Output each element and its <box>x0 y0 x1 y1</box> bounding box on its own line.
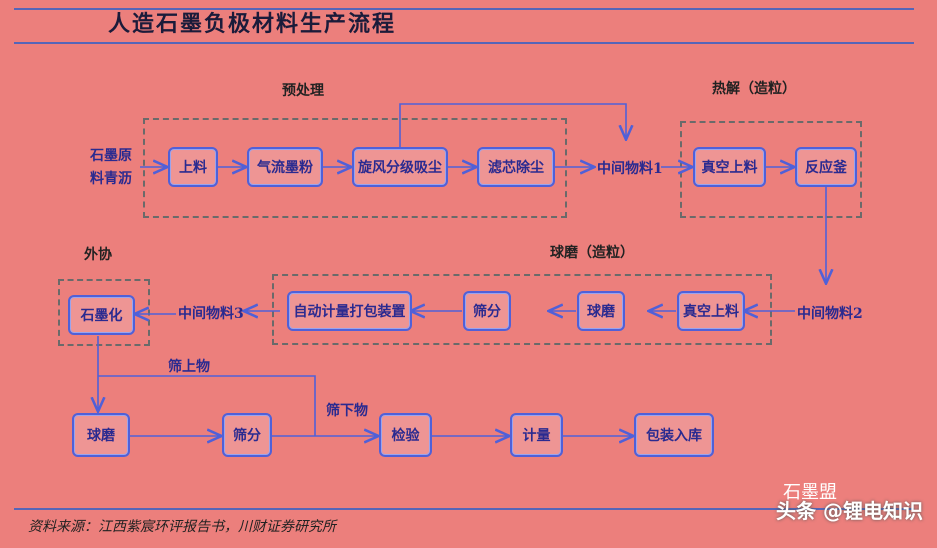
node-sieve2: 筛分 <box>222 413 272 457</box>
top-rule <box>14 8 914 10</box>
node-vacfeed1: 真空上料 <box>693 147 766 187</box>
node-meter: 计量 <box>510 413 563 457</box>
node-jetmill: 气流墨粉 <box>247 147 323 187</box>
node-inspect: 检验 <box>379 413 432 457</box>
title-rule <box>14 42 914 44</box>
node-ballmill2: 球磨 <box>72 413 130 457</box>
watermark-handle: @锂电知识 <box>823 499 923 523</box>
group-title-outsource: 外协 <box>84 247 112 263</box>
watermark-top: 石墨盟 <box>783 482 837 503</box>
watermark-badge: 头条 <box>776 499 817 523</box>
watermark: 头条 @锂电知识 <box>776 495 923 524</box>
undersize-label: 筛下物 <box>326 403 368 419</box>
group-title-pretreatment: 预处理 <box>282 83 324 99</box>
node-sieve1: 筛分 <box>463 291 511 331</box>
raw-material-label-2: 料青沥 <box>90 171 132 187</box>
oversize-label: 筛上物 <box>168 359 210 375</box>
group-title-ballmill: 球磨（造粒） <box>550 245 634 261</box>
node-cyclone: 旋风分级吸尘 <box>352 147 448 187</box>
mid-material-1-label: 中间物料1 <box>597 161 663 177</box>
node-filter: 滤芯除尘 <box>477 147 555 187</box>
node-autopack: 自动计量打包装置 <box>287 291 412 331</box>
node-ballmill1: 球磨 <box>577 291 625 331</box>
raw-material-label: 石墨原 <box>90 148 132 164</box>
node-pack: 包装入库 <box>634 413 714 457</box>
node-graphitize: 石墨化 <box>68 295 135 335</box>
node-reactor: 反应釜 <box>795 147 857 187</box>
mid-material-3-label: 中间物料3 <box>178 306 244 322</box>
group-title-pyrolysis: 热解（造粒） <box>712 81 796 97</box>
source-note: 资料来源：江西紫宸环评报告书，川财证券研究所 <box>28 519 336 535</box>
mid-material-2-label: 中间物料2 <box>797 306 863 322</box>
ballmill-group <box>272 274 772 345</box>
node-vacfeed2: 真空上料 <box>677 291 745 331</box>
outsource-group <box>58 279 150 346</box>
node-feed: 上料 <box>168 147 218 187</box>
pretreatment-group <box>143 118 567 218</box>
footer-rule <box>14 508 914 510</box>
page-title: 人造石墨负极材料生产流程 <box>108 11 397 37</box>
